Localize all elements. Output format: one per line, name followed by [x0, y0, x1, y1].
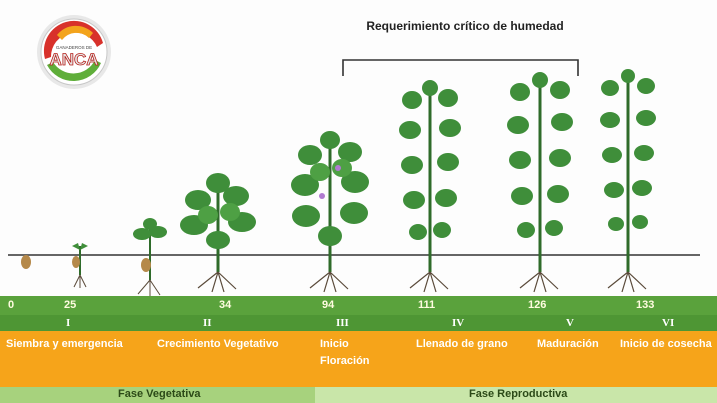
stage-label: Inicio de cosecha [620, 338, 712, 350]
day-label: 111 [418, 299, 436, 311]
vegetative-phase-block [0, 387, 315, 403]
day-label: 34 [219, 299, 232, 311]
roman-band [0, 315, 717, 331]
flowering-plant [291, 131, 369, 293]
maturing-plant [507, 72, 573, 293]
day-label: 25 [64, 299, 77, 311]
stage-label: Llenado de grano [416, 338, 508, 350]
stage-numeral: IV [452, 317, 465, 329]
stage-label: Maduración [537, 338, 599, 350]
svg-text:GANADEROS DE: GANADEROS DE [56, 45, 92, 50]
anca-logo: GANADEROS DE ANCA [37, 15, 111, 89]
day-label: 94 [322, 299, 335, 311]
plants-illustration [8, 59, 700, 296]
critical-bracket [342, 59, 579, 76]
stage-numeral: II [203, 317, 212, 329]
phase-band [0, 387, 717, 403]
days-band [0, 296, 717, 315]
harvest-plant [600, 69, 656, 293]
stage-label: Siembra y emergencia [6, 338, 123, 350]
seed-plant [21, 255, 31, 269]
svg-text:ANCA: ANCA [49, 50, 98, 69]
reproductive-phase-label: Fase Reproductiva [469, 388, 568, 400]
day-label: 0 [8, 299, 15, 311]
day-label: 133 [636, 299, 655, 311]
vegetative-plant [180, 173, 256, 293]
stage-numeral: V [566, 317, 574, 329]
sprout-plant [72, 243, 88, 288]
day-label: 126 [528, 299, 547, 311]
vegetative-phase-label: Fase Vegetativa [118, 388, 201, 400]
critical-humidity-label: Requerimiento crítico de humedad [366, 19, 564, 33]
stage-numeral: VI [662, 317, 675, 329]
stage-label: Crecimiento Vegetativo [157, 338, 279, 350]
seedling-plant [133, 218, 167, 296]
stage-numeral: III [336, 317, 349, 329]
stage-label-line1: Inicio [320, 338, 349, 350]
stage-band [0, 331, 717, 387]
stage-label-line2: Floración [320, 355, 370, 367]
pod-filling-plant [399, 80, 461, 293]
reproductive-phase-block [315, 387, 717, 403]
stage-numeral: I [66, 317, 71, 329]
